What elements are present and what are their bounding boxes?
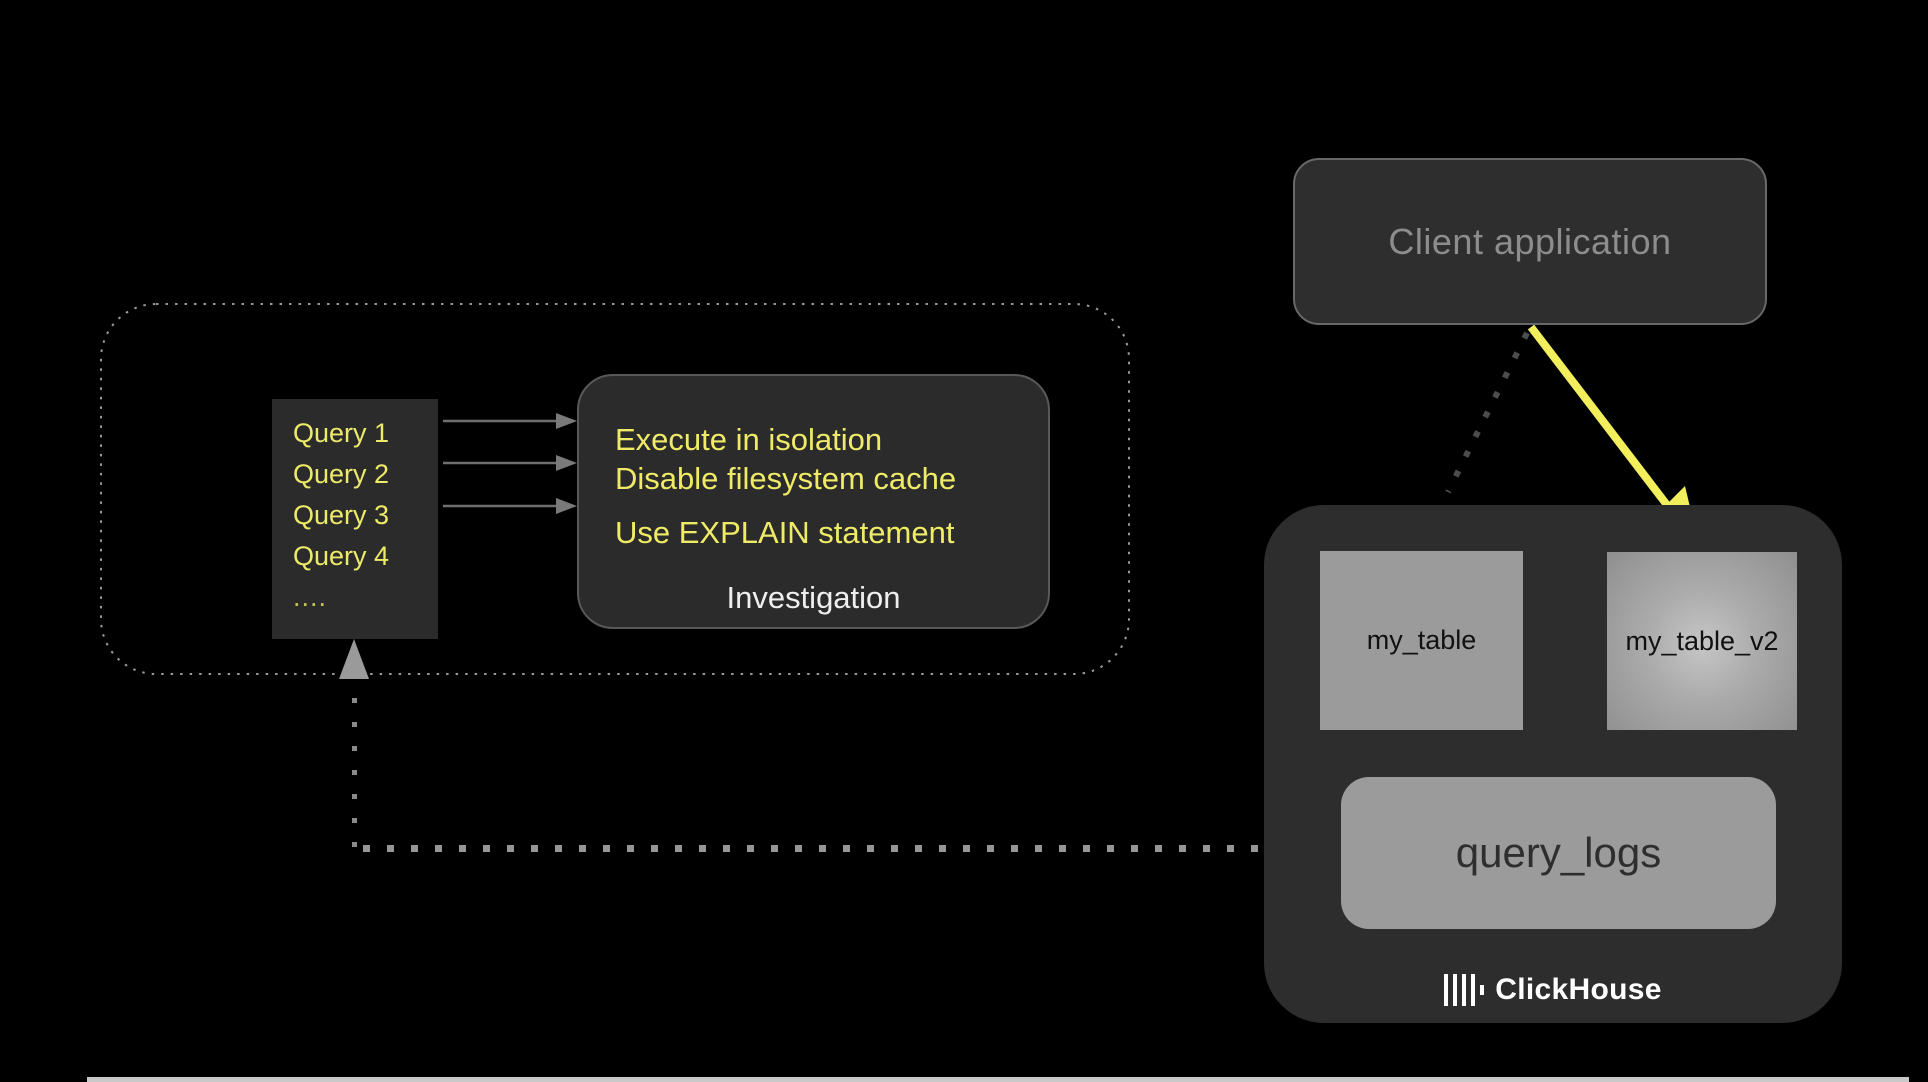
clickhouse-brand-label: ClickHouse (1495, 973, 1662, 1006)
clickhouse-container: my_table my_table_v2 query_logs ClickHou… (1264, 505, 1842, 1023)
clickhouse-brand: ClickHouse (1264, 971, 1842, 1009)
bottom-edge-strip (87, 1077, 1909, 1082)
my-table-label: my_table (1366, 625, 1477, 655)
client-to-my-table-v2-arrow-line (1527, 324, 1671, 508)
query-arrowheads (556, 413, 577, 514)
client-application-box: Client application (1293, 158, 1767, 325)
query-arrowhead-icon (556, 455, 577, 471)
query-arrowhead-icon (556, 498, 577, 514)
tip-disable-filesystem-cache: Disable filesystem cache (615, 461, 957, 496)
query-logs-label: query_logs (1455, 829, 1662, 876)
query-item: Query 3 (293, 500, 390, 530)
query-item: Query 2 (293, 459, 390, 489)
query-item: Query 4 (293, 541, 390, 571)
my-table-box: my_table (1320, 551, 1523, 730)
my-table-v2-box: my_table_v2 (1607, 552, 1797, 730)
tip-use-explain-statement: Use EXPLAIN statement (615, 515, 955, 550)
query-arrowhead-icon (556, 413, 577, 429)
query-item: Query 1 (293, 418, 390, 448)
client-to-my-table-dotted-line (1445, 331, 1530, 494)
query-arrows (443, 419, 556, 508)
my-table-v2-label: my_table_v2 (1625, 625, 1779, 656)
query-list-box: Query 1 Query 2 Query 3 Query 4 .... (272, 399, 438, 639)
client-application-label: Client application (1388, 220, 1672, 262)
query-logs-box: query_logs (1341, 777, 1776, 929)
query-item-ellipsis: .... (293, 582, 328, 612)
queries-up-arrowhead-icon (339, 639, 369, 679)
investigation-box: Execute in isolation Disable filesystem … (577, 374, 1050, 629)
tip-execute-in-isolation: Execute in isolation (615, 422, 883, 457)
investigation-label: Investigation (726, 580, 901, 615)
clickhouse-logo-icon (1444, 974, 1485, 1006)
